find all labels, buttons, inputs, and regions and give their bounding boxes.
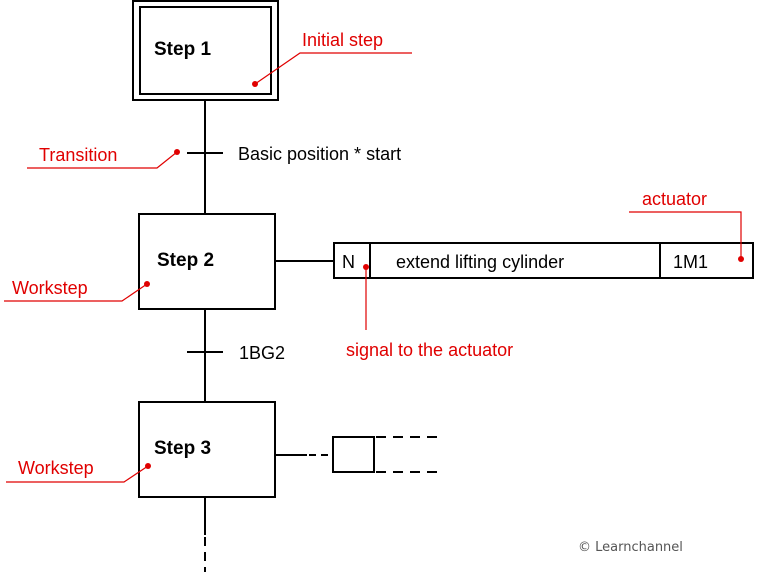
- workstep-2-leader: [6, 465, 149, 483]
- actuator-leader: [629, 211, 742, 259]
- action-actuator-id: 1M1: [673, 252, 708, 272]
- step-2-label: Step 2: [157, 250, 214, 271]
- copyright-notice: © Learnchannel: [578, 540, 683, 555]
- step-1-label: Step 1: [154, 39, 211, 60]
- step-2-box: [138, 213, 276, 310]
- initial-step-annotation: Initial step: [302, 30, 383, 50]
- transition-1-condition: Basic position * start: [238, 144, 401, 164]
- workstep-1-leader: [4, 283, 148, 302]
- workstep-2-annotation: Workstep: [18, 458, 94, 478]
- step-3-label: Step 3: [154, 438, 211, 459]
- transition-2-condition: 1BG2: [239, 343, 285, 363]
- step-3-action-block: [332, 436, 375, 473]
- workstep-1-annotation: Workstep: [12, 278, 88, 298]
- signal-annotation: signal to the actuator: [346, 340, 513, 360]
- action-block: [333, 242, 754, 279]
- action-text: extend lifting cylinder: [396, 252, 564, 272]
- actuator-annotation: actuator: [642, 189, 707, 209]
- action-qualifier: N: [342, 252, 355, 272]
- initial-step-leader: [254, 52, 412, 85]
- step-1-box: [139, 6, 272, 95]
- step-3-box: [138, 401, 276, 498]
- transition-leader: [27, 151, 178, 169]
- transition-annotation: Transition: [39, 145, 117, 165]
